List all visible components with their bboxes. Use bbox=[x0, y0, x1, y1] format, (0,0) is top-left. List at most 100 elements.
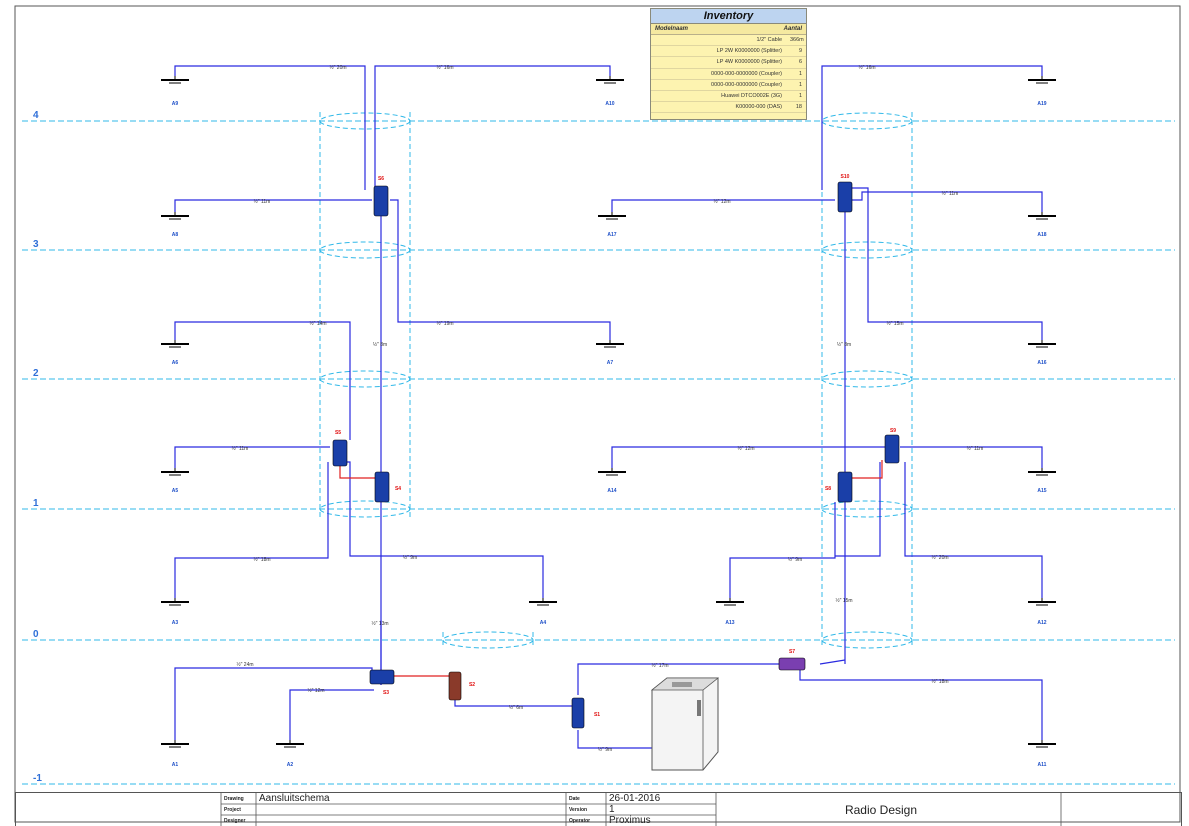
antenna-icon bbox=[276, 740, 304, 748]
inventory-row: LP 2W K0000000 (Splitter)9 bbox=[651, 46, 806, 58]
cable-length-label: ½" 9m bbox=[598, 746, 612, 753]
splitter-label: S6 bbox=[378, 176, 384, 182]
antenna-icon bbox=[1028, 740, 1056, 748]
cable-length-label: ½" 17m bbox=[651, 662, 668, 669]
inventory-col-qty: Aantal bbox=[783, 26, 802, 32]
splitter-label: S1 bbox=[594, 712, 600, 718]
antenna-label: A8 bbox=[172, 232, 179, 238]
cable-length-label: ½" 9m bbox=[403, 554, 417, 561]
cable-length-label: ½" 11m bbox=[254, 198, 271, 205]
splitter-label: S3 bbox=[383, 690, 389, 696]
splitter-icon bbox=[332, 439, 348, 467]
antenna-label: A15 bbox=[1037, 488, 1046, 494]
date-label: Date bbox=[569, 796, 580, 802]
antenna-icon bbox=[1028, 76, 1056, 84]
cable-length-label: ½" 8m bbox=[373, 341, 387, 348]
antenna-icon bbox=[1028, 468, 1056, 476]
antenna-label: A6 bbox=[172, 360, 179, 366]
version-label: Version bbox=[569, 807, 588, 813]
splitter-group: S6 S10 S5 S4 S8 S9 S3 S2 S1 S7 bbox=[332, 174, 900, 729]
drawing-label: Drawing bbox=[224, 796, 244, 802]
antenna-icon bbox=[161, 468, 189, 476]
cable-labels: ½" 20m ½" 16m ½" 16m ½" 11m ½" 12m ½" 11… bbox=[232, 64, 984, 753]
antenna-icon bbox=[1028, 212, 1056, 220]
coupler-icon bbox=[448, 671, 462, 701]
cable-length-label: ½" 18m bbox=[931, 678, 948, 685]
inventory-item: LP 4W K0000000 (Splitter) bbox=[716, 59, 782, 66]
antenna-label: A16 bbox=[1037, 360, 1046, 366]
operator-value: Proximus bbox=[609, 815, 651, 826]
splitter-label: S7 bbox=[789, 649, 795, 655]
antenna-label: A11 bbox=[1038, 762, 1047, 768]
cable-length-label: ½" 12m bbox=[713, 198, 730, 205]
cable-length-label: ½" 6m bbox=[509, 704, 523, 711]
cable-length-label: ½" 12m bbox=[737, 445, 754, 452]
antenna-label: A14 bbox=[607, 488, 616, 494]
antenna-icon bbox=[598, 468, 626, 476]
inventory-item: Huawei DTCO002E (3G) bbox=[721, 92, 782, 99]
antenna-label: A18 bbox=[1037, 232, 1046, 238]
inventory-row: LP 4W K0000000 (Splitter)6 bbox=[651, 57, 806, 69]
antenna-label: A9 bbox=[172, 101, 179, 107]
title-block-grid bbox=[220, 793, 1062, 826]
level-label: 0 bbox=[33, 629, 39, 640]
inventory-col-model: Modelnaam bbox=[655, 26, 689, 32]
antenna-label: A17 bbox=[607, 232, 616, 238]
cable-length-label: ½" 11m bbox=[967, 445, 984, 452]
splitter-icon bbox=[369, 669, 395, 685]
operator-label: Operator bbox=[569, 818, 591, 824]
inventory-row: 0000-000-0000000 (Coupler)1 bbox=[651, 80, 806, 91]
drawing-value: Aansluitschema bbox=[259, 793, 330, 804]
splitter-label: S8 bbox=[825, 486, 831, 492]
antenna-icon bbox=[161, 340, 189, 348]
cable-length-label: ½" 19m bbox=[436, 320, 453, 327]
inventory-item: 1/2" Cable bbox=[756, 37, 783, 43]
cable-length-label: ½" 15m bbox=[886, 320, 903, 327]
antenna-icon bbox=[598, 212, 626, 220]
splitter-icon bbox=[884, 434, 900, 464]
inventory-header: Modelnaam Aantal bbox=[651, 24, 806, 35]
cable-length-label: ½" 9m bbox=[788, 556, 802, 563]
antenna-label: A7 bbox=[607, 360, 614, 366]
cable-length-label: ½" 8m bbox=[837, 341, 851, 348]
splitter-icon bbox=[778, 657, 806, 671]
drawing-border bbox=[14, 5, 1181, 823]
inventory-qty: 18 bbox=[795, 104, 802, 111]
riser-shafts bbox=[319, 112, 913, 649]
cable-length-label: ½" 20m bbox=[931, 554, 948, 561]
antenna-label: A12 bbox=[1037, 620, 1046, 626]
cable-length-label: ½" 11m bbox=[232, 445, 249, 452]
inventory-qty: 366m bbox=[790, 37, 804, 43]
inventory-item: LP 2W K0000000 (Splitter) bbox=[716, 48, 782, 55]
inventory-item: 0000-000-0000000 (Coupler) bbox=[711, 70, 782, 77]
title-block: Drawing Aansluitschema Project Designer … bbox=[15, 792, 1182, 826]
cable-length-label: ½" 16m bbox=[436, 64, 453, 71]
cable-length-label: ½" 18m bbox=[253, 556, 270, 563]
project-label: Project bbox=[224, 807, 241, 813]
inventory-row: 0000-000-0000000 (Coupler) 1 bbox=[651, 69, 806, 80]
antenna-icon bbox=[1028, 340, 1056, 348]
inventory-item: K00000-000 (DAS) bbox=[735, 104, 782, 111]
inventory-qty: 1 bbox=[798, 92, 802, 99]
inventory-row: 1/2" Cable 366m bbox=[651, 35, 806, 47]
splitter-label: S4 bbox=[395, 486, 401, 492]
antenna-icon bbox=[161, 212, 189, 220]
cable-length-label: ½" 16m bbox=[858, 64, 875, 71]
base-station-icon bbox=[650, 677, 720, 771]
splitter-label: S9 bbox=[890, 428, 896, 434]
antenna-label: A10 bbox=[605, 101, 614, 107]
inventory-qty: 1 bbox=[798, 70, 802, 77]
cable-length-label: ½" 12m bbox=[307, 687, 324, 694]
antenna-label: A1 bbox=[172, 762, 179, 768]
splitter-icon bbox=[837, 181, 853, 213]
cable-length-label: ½" 15m bbox=[835, 597, 852, 604]
splitter-icon bbox=[837, 471, 853, 503]
splitter-icon bbox=[373, 185, 389, 217]
splitter-label: S5 bbox=[335, 430, 341, 436]
level-label: 2 bbox=[33, 368, 39, 379]
splitter-icon bbox=[374, 471, 390, 503]
inventory-row: Huawei DTCO002E (3G) 1 bbox=[651, 91, 806, 103]
designer-label: Designer bbox=[224, 818, 246, 824]
